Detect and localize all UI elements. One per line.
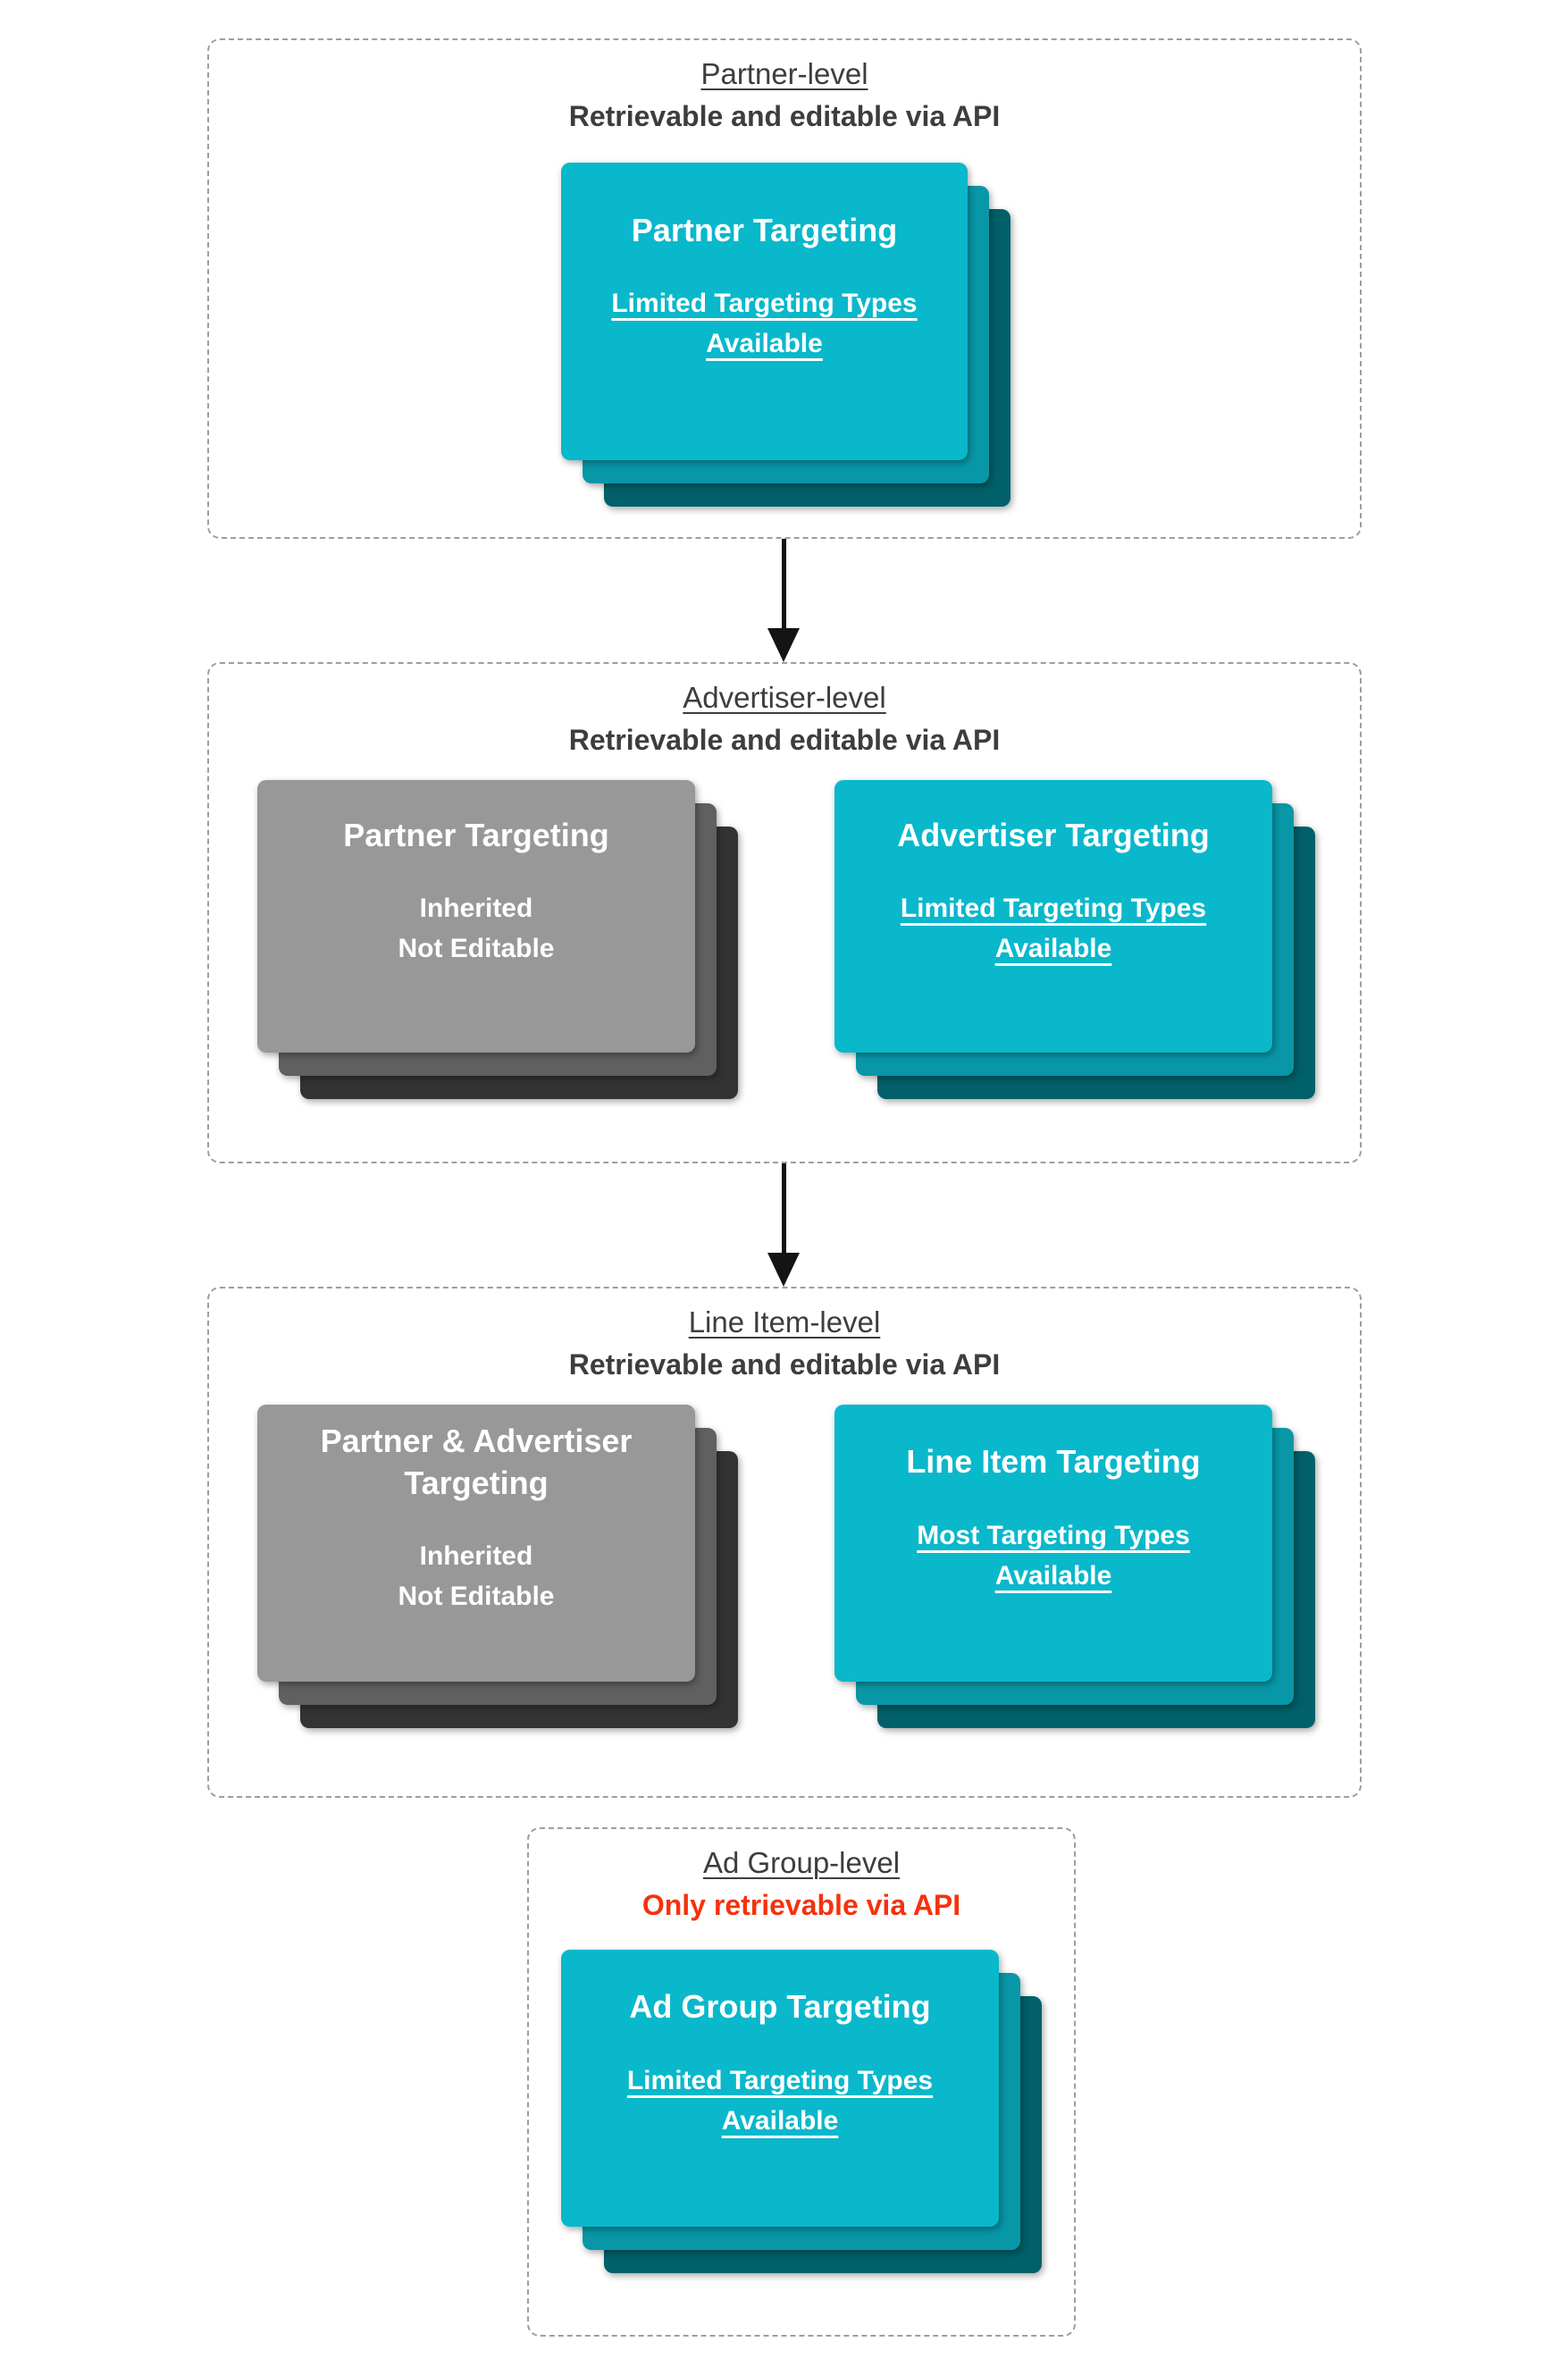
arrow-shaft (781, 1163, 786, 1255)
panel-subheading: Retrievable and editable via API (568, 723, 1001, 756)
arrow-head-icon (767, 1253, 800, 1287)
card-note: Limited Targeting Types Available (900, 894, 1207, 964)
card-note: Limited Targeting Types Available (626, 2065, 934, 2136)
card-title: Partner & Advertiser Targeting (320, 1422, 633, 1501)
arrow-shaft (781, 539, 786, 630)
card-note-line: Not Editable (398, 934, 555, 964)
card-note: Inherited Not Editable (398, 888, 554, 969)
card-title: Partner Targeting (343, 816, 609, 853)
card-title: Advertiser Targeting (897, 816, 1210, 853)
panel-subheading: Retrievable and editable via API (568, 99, 1001, 132)
card-note: Limited Targeting Types Available (611, 289, 918, 359)
panel-heading-text: Ad Group-level (702, 1846, 901, 1879)
card-inherited-partner-advertiser-targeting: Partner & Advertiser Targeting Inherited… (257, 1405, 695, 1682)
card-advertiser-targeting: Advertiser Targeting Limited Targeting T… (834, 780, 1272, 1053)
panel-heading: Line Item-level (209, 1303, 1360, 1343)
card-note-line: Inherited (419, 894, 533, 924)
card-stack-partner-targeting: Partner Targeting Limited Targeting Type… (561, 163, 1010, 507)
arrow-head-icon (767, 628, 800, 662)
card-note: Inherited Not Editable (398, 1536, 554, 1616)
flow-arrow-down-2 (767, 1163, 800, 1287)
panel-advertiser-level: Advertiser-level Retrievable and editabl… (207, 662, 1362, 1163)
card-title: Ad Group Targeting (629, 1988, 931, 2026)
card-partner-targeting: Partner Targeting Limited Targeting Type… (561, 163, 968, 460)
panel-partner-level: Partner-level Retrievable and editable v… (207, 38, 1362, 539)
card-ad-group-targeting: Ad Group Targeting Limited Targeting Typ… (561, 1950, 999, 2227)
card-stack-ad-group-targeting: Ad Group Targeting Limited Targeting Typ… (561, 1950, 1042, 2273)
panel-heading: Advertiser-level (209, 678, 1360, 718)
card-stack-inherited-partner-advertiser-targeting: Partner & Advertiser Targeting Inherited… (257, 1405, 738, 1728)
card-title: Partner Targeting (631, 211, 898, 248)
panel-ad-group-level: Ad Group-level Only retrievable via API … (527, 1827, 1076, 2337)
card-stack-inherited-partner-targeting: Partner Targeting Inherited Not Editable (257, 780, 738, 1099)
card-stack-advertiser-targeting: Advertiser Targeting Limited Targeting T… (834, 780, 1315, 1099)
card-note-line: Inherited (419, 1541, 533, 1572)
panel-heading-text: Line Item-level (688, 1305, 881, 1339)
card-title: Line Item Targeting (906, 1443, 1201, 1481)
panel-line-item-level: Line Item-level Retrievable and editable… (207, 1287, 1362, 1798)
card-stack-line-item-targeting: Line Item Targeting Most Targeting Types… (834, 1405, 1315, 1728)
panel-heading-text: Partner-level (700, 57, 868, 90)
card-note-line: Not Editable (398, 1582, 555, 1612)
flow-arrow-down-1 (767, 539, 800, 662)
panel-heading: Partner-level (209, 55, 1360, 95)
card-line-item-targeting: Line Item Targeting Most Targeting Types… (834, 1405, 1272, 1682)
panel-subheading: Retrievable and editable via API (568, 1347, 1001, 1381)
card-inherited-partner-targeting: Partner Targeting Inherited Not Editable (257, 780, 695, 1053)
card-note: Most Targeting Types Available (917, 1520, 1190, 1591)
panel-subheading-alert: Only retrievable via API (641, 1888, 961, 1921)
panel-heading: Ad Group-level (529, 1843, 1074, 1884)
panel-heading-text: Advertiser-level (683, 681, 886, 714)
